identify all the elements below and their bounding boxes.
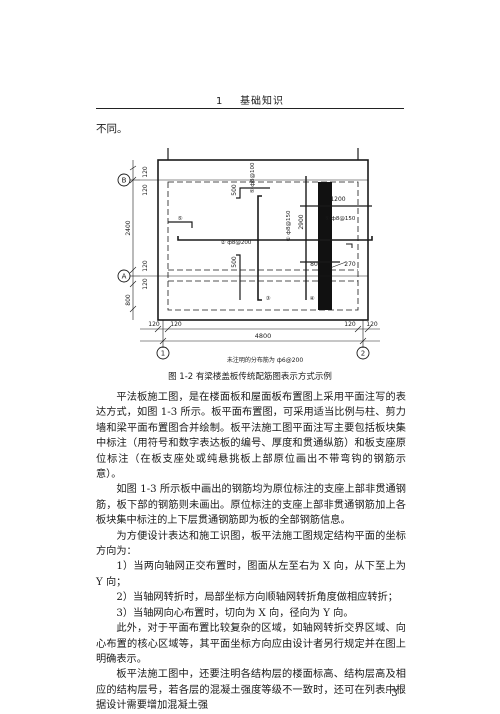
dim-text: 120	[142, 260, 149, 272]
dim-text: 500	[231, 184, 238, 196]
intro-text: 不同。	[96, 123, 128, 135]
rebar-left-support	[168, 221, 193, 228]
rebar-label: ② ф8@200	[221, 239, 252, 246]
dim-text: 270	[344, 261, 356, 268]
chapter-number: 1	[215, 96, 224, 107]
chapter-title: 基础知识	[240, 96, 285, 107]
rebar-horizontal-2	[177, 236, 373, 241]
axis-label-a: A	[122, 273, 127, 281]
rebar-top-short	[236, 187, 270, 199]
body-text: 平法板施工图，是在楼面板和屋面板布置图上采用平面注写的表达方式，如图 1-3 所…	[96, 390, 406, 714]
header-rule	[96, 108, 404, 109]
dim-text: 2400	[125, 220, 132, 235]
axis-bubble-2	[356, 346, 370, 360]
list-item: 3）当轴网向心布置时，切向为 X 向，径向为 Y 向。	[116, 607, 354, 619]
dim-text: 80	[310, 261, 318, 268]
dim-text: 120	[142, 278, 149, 290]
paragraph: 板平法施工图中，还要注明各结构层的楼面标高、结构层高及相应的结构层号，若各层的混…	[96, 669, 406, 712]
rebar-lower-left	[236, 254, 241, 300]
dim-text: 800	[125, 294, 132, 306]
rebar-label: ③	[266, 296, 271, 302]
rebar-vertical-1	[257, 195, 262, 301]
dim-text: 120	[148, 321, 160, 328]
paragraph: 为方便设计表达和施工识图，板平法施工图规定结构平面的坐标方向为：	[96, 530, 406, 558]
page-number: · 3 ·	[384, 688, 404, 699]
dim-text: 120	[344, 321, 356, 328]
axis-label-b: B	[122, 177, 127, 185]
axis-label-1: 1	[161, 350, 165, 358]
rebar-label: ④	[310, 296, 315, 302]
list-item: 1）当两向轴网正交布置时，图面从左至右为 X 向，从下至上为 Y 向；	[96, 561, 406, 588]
paragraph: 平法板施工图，是在楼面板和屋面板布置图上采用平面注写的表达方式，如图 1-3 所…	[96, 392, 406, 481]
axis-label-2: 2	[361, 350, 365, 358]
dim-text: 1200	[330, 196, 345, 203]
dim-text: 120	[142, 184, 149, 196]
dim-text: 120	[142, 166, 149, 178]
dim-text: 120	[170, 321, 182, 328]
rebar-label: ⑤ ф8@150	[325, 216, 356, 222]
list-item: 2）当轴网转折时，局部坐标方向顺轴网转折角度做相应转折；	[116, 592, 398, 604]
dim-text: 2900	[298, 214, 305, 229]
paragraph: 此外，对于平面布置比较复杂的区域，如轴网转折交界区域、向心布置的核心区域等，其平…	[96, 623, 406, 665]
paragraph: 如图 1-3 所示板中画出的钢筋均为原位标注的支座上部非贯通钢筋，板下部的钢筋则…	[96, 484, 406, 527]
axis-bubble-1	[156, 346, 170, 360]
rebar-label: ⑤ ф8@100	[250, 162, 256, 193]
rebar-label: ① ф8@150	[286, 210, 292, 241]
dim-text: 4800	[255, 332, 272, 340]
dim-text: 120	[366, 321, 378, 328]
running-header: 1 基础知识	[0, 92, 500, 107]
beam-outline-dashed	[167, 181, 359, 311]
figure-caption: 图 1-2 有梁楼盖板传统配筋图表示方式示例	[168, 372, 332, 382]
beam-section-dark	[318, 182, 332, 310]
dim-text: 500	[231, 256, 238, 268]
rebar-label: ⑤	[178, 216, 183, 222]
drawing-note: 未注明的分布筋为 ф6@200	[227, 356, 303, 364]
